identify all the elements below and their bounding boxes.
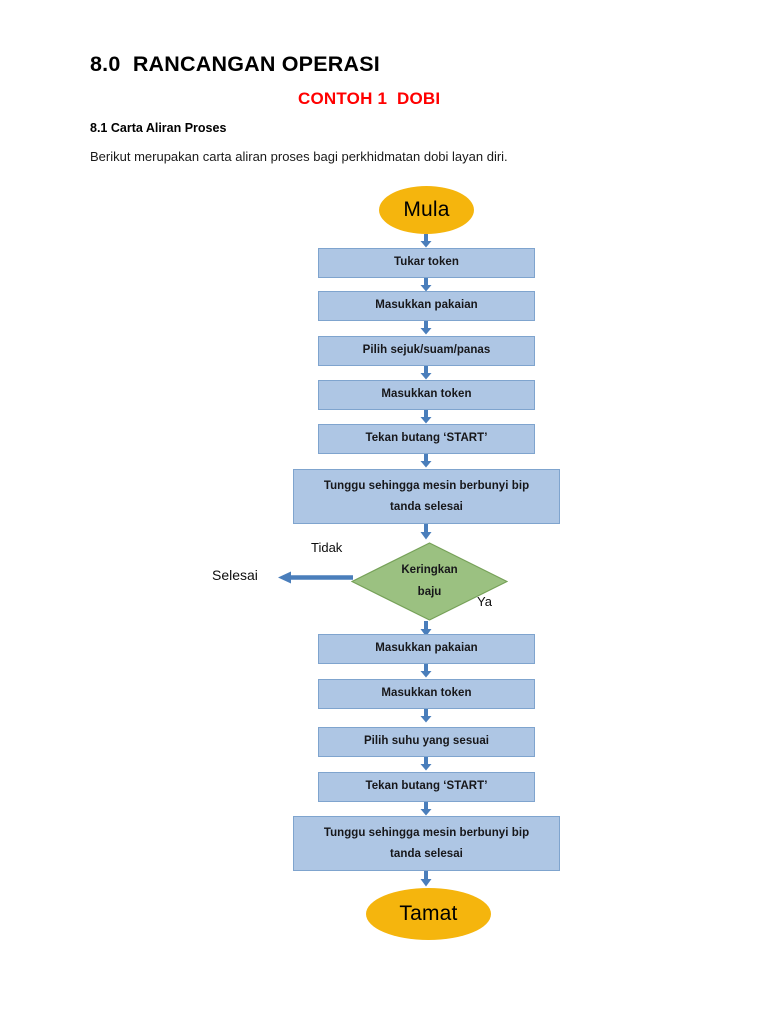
arrow-down-icon bbox=[418, 366, 434, 380]
arrow-down-icon bbox=[418, 278, 434, 292]
arrow-down-icon bbox=[418, 802, 434, 816]
page-title: 8.0 RANCANGAN OPERASI bbox=[90, 52, 380, 76]
intro-paragraph: Berikut merupakan carta aliran proses ba… bbox=[90, 149, 508, 164]
arrow-down-icon bbox=[418, 321, 434, 335]
arrow-left-icon bbox=[278, 571, 353, 585]
flow-node-label-line2: tanda selesai bbox=[390, 847, 463, 860]
arrow-down-icon bbox=[418, 234, 434, 248]
flow-node-tukar-token: Tukar token bbox=[318, 248, 535, 278]
flow-node-decision-keringkan-baju: Keringkan baju bbox=[351, 542, 508, 621]
edge-label-tidak: Tidak bbox=[311, 540, 343, 555]
flow-node-label: Pilih sejuk/suam/panas bbox=[362, 344, 491, 357]
edge-label-ya: Ya bbox=[477, 594, 492, 609]
flow-node-start-label: Mula bbox=[403, 198, 450, 221]
flow-node-end: Tamat bbox=[366, 888, 491, 940]
flow-node-label-line2: tanda selesai bbox=[390, 500, 463, 513]
flow-node-label: Masukkan token bbox=[381, 687, 472, 700]
flow-node-pilih-suhu-keringkan: Pilih suhu yang sesuai bbox=[318, 727, 535, 757]
flow-node-masukkan-token-2: Masukkan token bbox=[318, 679, 535, 709]
flow-node-label: Masukkan pakaian bbox=[375, 642, 478, 655]
flow-node-masukkan-pakaian-1: Masukkan pakaian bbox=[318, 291, 535, 321]
flow-node-label: Masukkan token bbox=[381, 388, 472, 401]
arrow-down-icon bbox=[418, 410, 434, 424]
arrow-down-icon bbox=[418, 664, 434, 678]
arrow-down-icon bbox=[418, 621, 434, 637]
flow-node-end-label: Tamat bbox=[399, 902, 458, 925]
flow-node-label-line2: baju bbox=[417, 585, 442, 598]
flow-node-tekan-start-2: Tekan butang ‘START’ bbox=[318, 772, 535, 802]
page-subtitle: CONTOH 1 DOBI bbox=[298, 89, 441, 108]
section-heading: 8.1 Carta Aliran Proses bbox=[90, 121, 227, 135]
flow-node-label: Tukar token bbox=[394, 256, 459, 269]
diamond-shape-icon bbox=[351, 542, 508, 621]
flow-node-label: Tekan butang ‘START’ bbox=[365, 432, 488, 445]
flow-node-label-line1: Keringkan bbox=[401, 564, 458, 577]
flow-node-label: Tekan butang ‘START’ bbox=[365, 780, 488, 793]
arrow-down-icon bbox=[418, 871, 434, 887]
flow-node-masukkan-token-1: Masukkan token bbox=[318, 380, 535, 410]
flow-node-label: Pilih suhu yang sesuai bbox=[363, 735, 490, 748]
flow-node-label-line1: Tunggu sehingga mesin berbunyi bip bbox=[323, 827, 530, 840]
flow-node-tunggu-bip-1: Tunggu sehingga mesin berbunyi bip tanda… bbox=[293, 469, 560, 524]
flow-node-label-line1: Tunggu sehingga mesin berbunyi bip bbox=[323, 480, 530, 493]
flow-node-tunggu-bip-2: Tunggu sehingga mesin berbunyi bip tanda… bbox=[293, 816, 560, 871]
flow-exit-label-selesai: Selesai bbox=[212, 567, 258, 583]
arrow-down-icon bbox=[418, 709, 434, 723]
arrow-down-icon bbox=[418, 757, 434, 771]
flow-node-pilih-suhu-cucian: Pilih sejuk/suam/panas bbox=[318, 336, 535, 366]
flow-node-tekan-start-1: Tekan butang ‘START’ bbox=[318, 424, 535, 454]
flow-node-label: Masukkan pakaian bbox=[375, 299, 478, 312]
arrow-down-icon bbox=[418, 454, 434, 468]
flow-node-start: Mula bbox=[379, 186, 474, 234]
flow-node-masukkan-pakaian-2: Masukkan pakaian bbox=[318, 634, 535, 664]
arrow-down-icon bbox=[418, 524, 434, 540]
